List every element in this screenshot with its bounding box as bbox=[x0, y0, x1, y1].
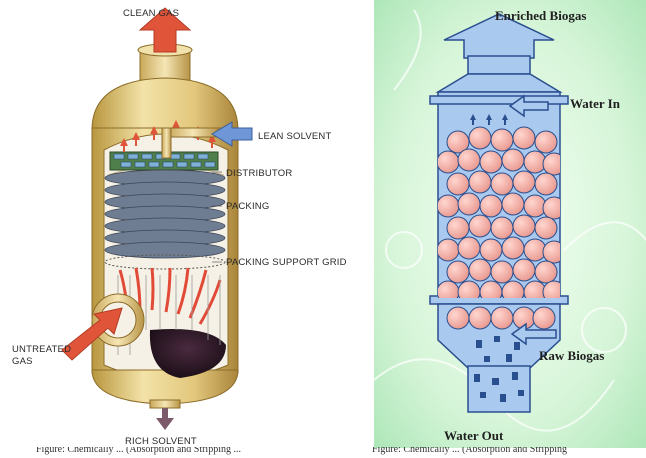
label-clean-gas: CLEAN GAS bbox=[123, 8, 180, 19]
rich-solvent-arrow bbox=[156, 408, 174, 430]
enriched-biogas-arrow bbox=[443, 13, 555, 59]
clean-gas-arrow bbox=[138, 7, 192, 53]
label-raw-biogas: Raw Biogas bbox=[539, 348, 605, 363]
water-out-drain bbox=[467, 365, 531, 413]
label-untreated: UNTREATED bbox=[12, 344, 72, 355]
water-in-arrow bbox=[508, 94, 549, 118]
lean-solvent-arrow bbox=[211, 121, 253, 147]
packing-balls bbox=[438, 126, 560, 298]
label-water-out: Water Out bbox=[444, 428, 504, 443]
label-enriched-biogas: Enriched Biogas bbox=[495, 8, 587, 23]
caption-left: Figure: Chemically ... (Absorption and S… bbox=[36, 447, 241, 455]
label-rich-solvent: RICH SOLVENT bbox=[125, 436, 197, 447]
label-packing: PACKING bbox=[226, 201, 270, 212]
label-distributor: DISTRIBUTOR bbox=[226, 168, 293, 179]
untreated-gas-arrow bbox=[61, 307, 123, 361]
label-water-in: Water In bbox=[570, 96, 620, 111]
raw-biogas-arrow bbox=[510, 322, 557, 346]
packing-layers bbox=[104, 169, 226, 259]
label-gas: GAS bbox=[12, 356, 33, 367]
water-scrubber-diagram: Enriched Biogas Water In Raw Biogas Wate… bbox=[374, 0, 646, 448]
label-packing-support-grid: PACKING SUPPORT GRID bbox=[226, 257, 347, 268]
absorber-cutaway-diagram: CLEAN GAS LEAN SOLVENT DISTRIBUTOR PACKI… bbox=[12, 7, 347, 447]
distributor-grid bbox=[109, 151, 219, 171]
figure-caption: Figure: Chemically ... (Absorption and S… bbox=[0, 447, 646, 458]
absorber-illustration bbox=[61, 7, 253, 430]
water-scrubber-illustration bbox=[374, 0, 646, 448]
water-drips bbox=[474, 336, 524, 402]
label-lean-solvent: LEAN SOLVENT bbox=[258, 131, 332, 142]
caption-right: Figure: Chemically ... (Absorption and S… bbox=[372, 447, 567, 455]
